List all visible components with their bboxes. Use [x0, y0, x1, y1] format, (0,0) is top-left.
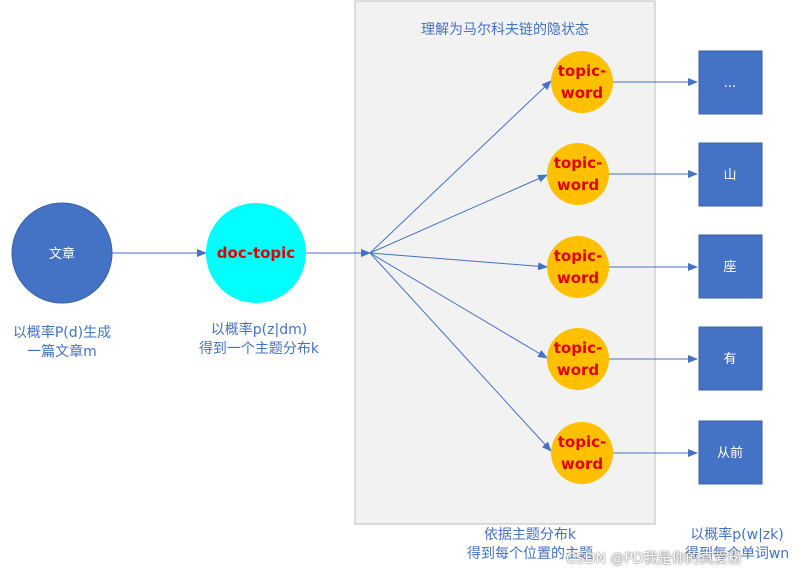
arrow-fan-to-topic-word-3: [369, 252, 548, 271]
topic-word-node-1: topic- word: [551, 51, 613, 113]
topic-word-label-line2: word: [557, 361, 599, 379]
word-label: 有: [723, 352, 736, 367]
topic-word-label-line2: word: [561, 84, 603, 102]
arrow-fan-to-topic-word-5: [369, 252, 552, 452]
caption-word-line2: 得到每个单词wn: [684, 546, 790, 562]
word-box-4: 有: [698, 326, 763, 391]
caption-panel-line2: 得到每个位置的主题: [467, 546, 593, 562]
topic-word-label-line1: topic-: [558, 433, 606, 451]
caption-panel: 依据主题分布k 得到每个位置的主题: [448, 526, 612, 564]
topic-word-label-line1: topic-: [558, 62, 606, 80]
caption-article-line2: 一篇文章m: [27, 344, 97, 360]
doc-topic-label: doc-topic: [217, 244, 295, 262]
article-node: [11, 202, 113, 304]
word-label: 座: [723, 260, 736, 275]
arrow-fan-to-topic-word-4: [369, 252, 548, 359]
article-label: 文章: [49, 246, 75, 262]
topic-word-node-5: topic- word: [551, 422, 613, 484]
watermark: CSDN @PD我是你的真爱粉: [566, 551, 742, 567]
word-label: 山: [723, 168, 736, 183]
word-label: ...: [724, 76, 736, 91]
panel-title: 理解为马尔科夫链的隐状态: [421, 22, 589, 38]
caption-word: 以概率p(w|zk) 得到每个单词wn: [679, 526, 795, 564]
topic-word-node-3: topic- word: [547, 236, 609, 298]
arrow-fan-to-topic-word-1: [369, 80, 552, 254]
caption-word-line1: 以概率p(w|zk): [690, 527, 784, 543]
word-label: 从前: [717, 445, 743, 461]
word-box-3: 座: [698, 234, 763, 299]
word-box-1: ...: [698, 50, 763, 115]
caption-article: 以概率P(d)生成 一篇文章m: [2, 324, 122, 362]
caption-article-line1: 以概率P(d)生成: [12, 325, 112, 341]
topic-word-label-line2: word: [557, 269, 599, 287]
word-box-5: 从前: [698, 420, 763, 485]
caption-doc-topic-line1: 以概率p(z|dm): [210, 322, 308, 338]
topic-word-node-4: topic- word: [547, 328, 609, 390]
topic-word-label-line1: topic-: [554, 154, 602, 172]
topic-word-label-line1: topic-: [554, 339, 602, 357]
topic-word-node-2: topic- word: [547, 143, 609, 205]
caption-doc-topic-line2: 得到一个主题分布k: [198, 341, 320, 357]
topic-word-label-line1: topic-: [554, 247, 602, 265]
word-box-2: 山: [698, 142, 763, 207]
caption-doc-topic: 以概率p(z|dm) 得到一个主题分布k: [186, 321, 332, 359]
caption-panel-line1: 依据主题分布k: [483, 527, 577, 543]
arrow-fan-to-topic-word-2: [369, 174, 548, 254]
topic-word-label-line2: word: [561, 455, 603, 473]
doc-topic-node: [206, 203, 306, 303]
topic-word-label-line2: word: [557, 176, 599, 194]
